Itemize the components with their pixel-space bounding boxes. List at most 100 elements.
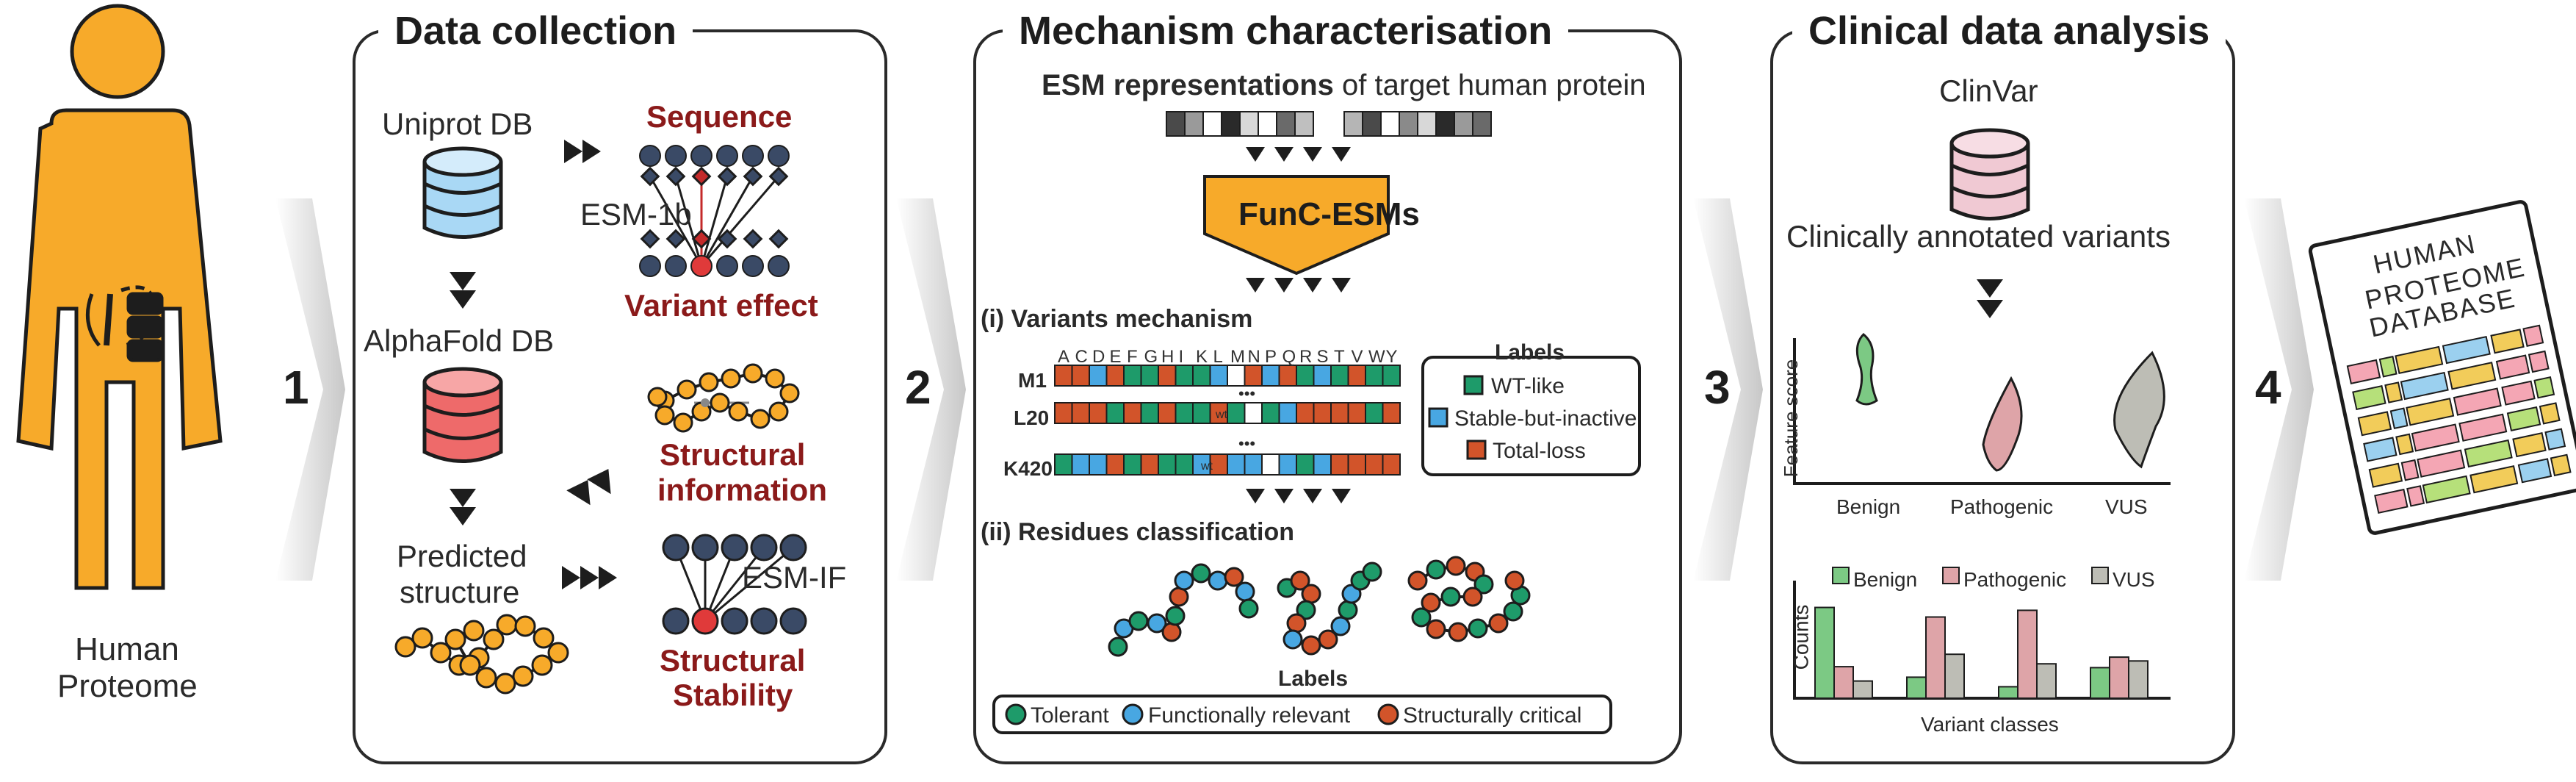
residue bbox=[1407, 570, 1428, 591]
aa-letter: K bbox=[1196, 347, 1208, 367]
matrix-cell bbox=[1089, 402, 1108, 424]
matrix-cell bbox=[1105, 402, 1125, 424]
pred-residue bbox=[394, 636, 416, 658]
matrix-cell bbox=[1123, 453, 1142, 476]
bar-vus bbox=[1944, 653, 1965, 700]
label-wt-like: WT-like bbox=[1491, 374, 1565, 398]
bar-vus bbox=[2128, 660, 2149, 699]
structural-stability-label-1: Structural bbox=[660, 643, 806, 678]
row-label-l20: L20 bbox=[1014, 406, 1050, 429]
db-cell bbox=[2384, 381, 2403, 403]
pred-residue bbox=[444, 628, 466, 650]
label-functionally-relevant: Functionally relevant bbox=[1148, 703, 1351, 728]
matrix-cell bbox=[1313, 402, 1332, 424]
struct-residue bbox=[647, 387, 668, 407]
bar-pathogenic bbox=[2109, 656, 2129, 699]
esmif-node-top bbox=[779, 534, 807, 562]
esm-block bbox=[1221, 111, 1241, 137]
matrix-cell bbox=[1278, 402, 1297, 424]
aa-letter: Q bbox=[1282, 347, 1296, 367]
bar-benign bbox=[1814, 606, 1835, 699]
db-cell bbox=[2346, 359, 2381, 384]
uniprot-database-icon bbox=[422, 146, 503, 239]
esm-block bbox=[1239, 111, 1259, 137]
structural-information-label-1: Structural bbox=[660, 437, 806, 472]
aa-letter: G bbox=[1144, 347, 1158, 367]
residue bbox=[1165, 606, 1186, 626]
db-cell bbox=[2395, 345, 2444, 375]
db-cell bbox=[2544, 428, 2566, 451]
human-label: Human bbox=[75, 631, 179, 667]
legend-swatch bbox=[1942, 567, 1960, 584]
matrix-cell bbox=[1140, 402, 1159, 424]
seq-node-bottom bbox=[665, 255, 687, 277]
funcesm-label: FunC-ESMs bbox=[1238, 196, 1420, 232]
residue bbox=[1301, 584, 1321, 604]
db-cell bbox=[2501, 380, 2536, 406]
residue bbox=[1128, 611, 1149, 631]
residue bbox=[1488, 613, 1509, 634]
residue bbox=[1440, 586, 1461, 607]
db-cell bbox=[2495, 354, 2530, 380]
db-cell bbox=[2400, 459, 2420, 481]
matrix-cell bbox=[1140, 453, 1159, 476]
seq-node-top bbox=[690, 145, 712, 167]
residue bbox=[1174, 570, 1194, 591]
seq-diamond bbox=[640, 166, 660, 187]
db-cell bbox=[2352, 384, 2386, 411]
step-3: 3 bbox=[1704, 361, 1731, 414]
uniprot-label: Uniprot DB bbox=[382, 107, 533, 141]
struct-residue bbox=[721, 368, 741, 389]
db-cell bbox=[2447, 362, 2497, 390]
struct-residue bbox=[673, 412, 693, 433]
esmif-node-bottom bbox=[662, 607, 690, 635]
seq-diamond-bottom bbox=[665, 229, 686, 249]
aa-letter: N bbox=[1247, 347, 1260, 367]
predicted-label-2: structure bbox=[400, 575, 520, 609]
bar-vus bbox=[1852, 680, 1873, 699]
seq-diamond bbox=[768, 166, 789, 187]
wt-label-l20: wt bbox=[1216, 409, 1227, 421]
seq-node-bottom bbox=[716, 255, 738, 277]
right-arrows-1 bbox=[562, 140, 617, 589]
aa-letter: C bbox=[1075, 347, 1088, 367]
esm-representation-blocks bbox=[1166, 111, 1492, 137]
matrix-cell bbox=[1192, 402, 1211, 424]
db-cell bbox=[2357, 411, 2392, 437]
esmif-network-icon bbox=[662, 534, 807, 635]
aa-letter: W bbox=[1368, 347, 1385, 367]
residue bbox=[1208, 570, 1228, 591]
variant-effect-label: Variant effect bbox=[624, 288, 818, 323]
violin-plot bbox=[1793, 332, 2171, 485]
matrix-cell bbox=[1175, 453, 1194, 476]
seq-diamond-bottom bbox=[743, 229, 763, 249]
db-cell bbox=[2406, 398, 2455, 426]
aa-letter: F bbox=[1127, 347, 1138, 367]
residue bbox=[1147, 613, 1167, 634]
pred-residue bbox=[514, 615, 536, 637]
db-cell bbox=[2395, 433, 2414, 456]
esm-block bbox=[1362, 111, 1382, 137]
pred-residue bbox=[463, 620, 485, 642]
proteome-label: Proteome bbox=[57, 668, 198, 704]
aa-letter: D bbox=[1092, 347, 1105, 367]
esmif-node-bottom bbox=[721, 607, 748, 635]
seq-node-top bbox=[742, 145, 764, 167]
matrix-cell bbox=[1313, 453, 1332, 476]
esm-block bbox=[1399, 111, 1418, 137]
residue bbox=[1282, 629, 1303, 650]
violin-x-benign: Benign bbox=[1836, 495, 1901, 518]
seq-node-top bbox=[665, 145, 687, 167]
aa-letter: L bbox=[1213, 347, 1223, 367]
bar-pathogenic bbox=[1925, 616, 1946, 699]
predicted-structure-icon bbox=[394, 614, 569, 695]
aa-letter: A bbox=[1058, 347, 1070, 367]
matrix-cell bbox=[1382, 402, 1401, 424]
matrix-cell bbox=[1278, 453, 1297, 476]
esmif-node-top bbox=[750, 534, 778, 562]
structural-chain-icon bbox=[647, 363, 800, 433]
esmif-node-top bbox=[691, 534, 719, 562]
residue bbox=[1462, 586, 1483, 607]
esm-block bbox=[1276, 111, 1296, 137]
